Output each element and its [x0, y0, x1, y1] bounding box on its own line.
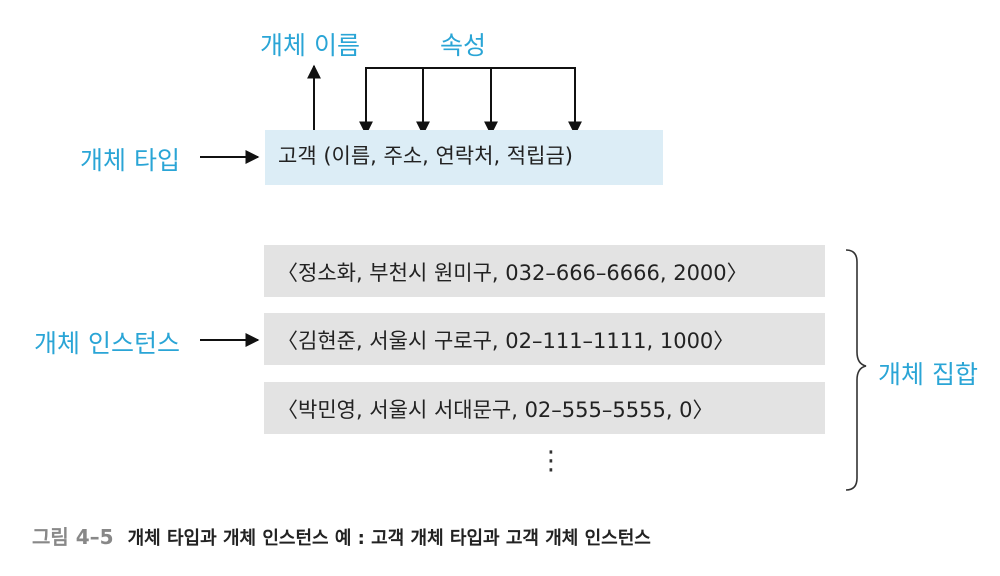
entity-type-label: 개체 타입: [80, 146, 180, 175]
instance-text: 〈김현준, 서울시 구로구, 02–111–1111, 1000〉: [277, 329, 735, 353]
attributes-label: 속성: [440, 31, 487, 60]
entity-instance-label: 개체 인스턴스: [34, 329, 180, 358]
entity-type-text: 고객 (이름, 주소, 연락처, 적립금): [278, 144, 573, 168]
entity-name-label: 개체 이름: [260, 31, 360, 60]
figure-caption-text: 개체 타입과 개체 인스턴스 예 : 고객 개체 타입과 고객 개체 인스턴스: [127, 528, 651, 549]
entity-set-brace: [845, 249, 867, 491]
instance-text: 〈박민영, 서울시 서대문구, 02–555–5555, 0〉: [277, 398, 714, 422]
instance-text: 〈정소화, 부천시 원미구, 032–666–6666, 2000〉: [277, 261, 748, 285]
figure-caption: 그림 4–5 개체 타입과 개체 인스턴스 예 : 고객 개체 타입과 고객 개체…: [32, 521, 651, 550]
continuation-dots: ⋮: [538, 446, 564, 476]
instance-row: 〈박민영, 서울시 서대문구, 02–555–5555, 0〉: [264, 382, 825, 434]
entity-type-box: [265, 130, 663, 185]
instance-row: 〈정소화, 부천시 원미구, 032–666–6666, 2000〉: [264, 245, 825, 297]
entity-set-label: 개체 집합: [878, 360, 978, 389]
attribute-bracket: [365, 67, 576, 80]
instance-row: 〈김현준, 서울시 구로구, 02–111–1111, 1000〉: [264, 313, 825, 365]
figure-number: 그림 4–5: [32, 525, 114, 549]
